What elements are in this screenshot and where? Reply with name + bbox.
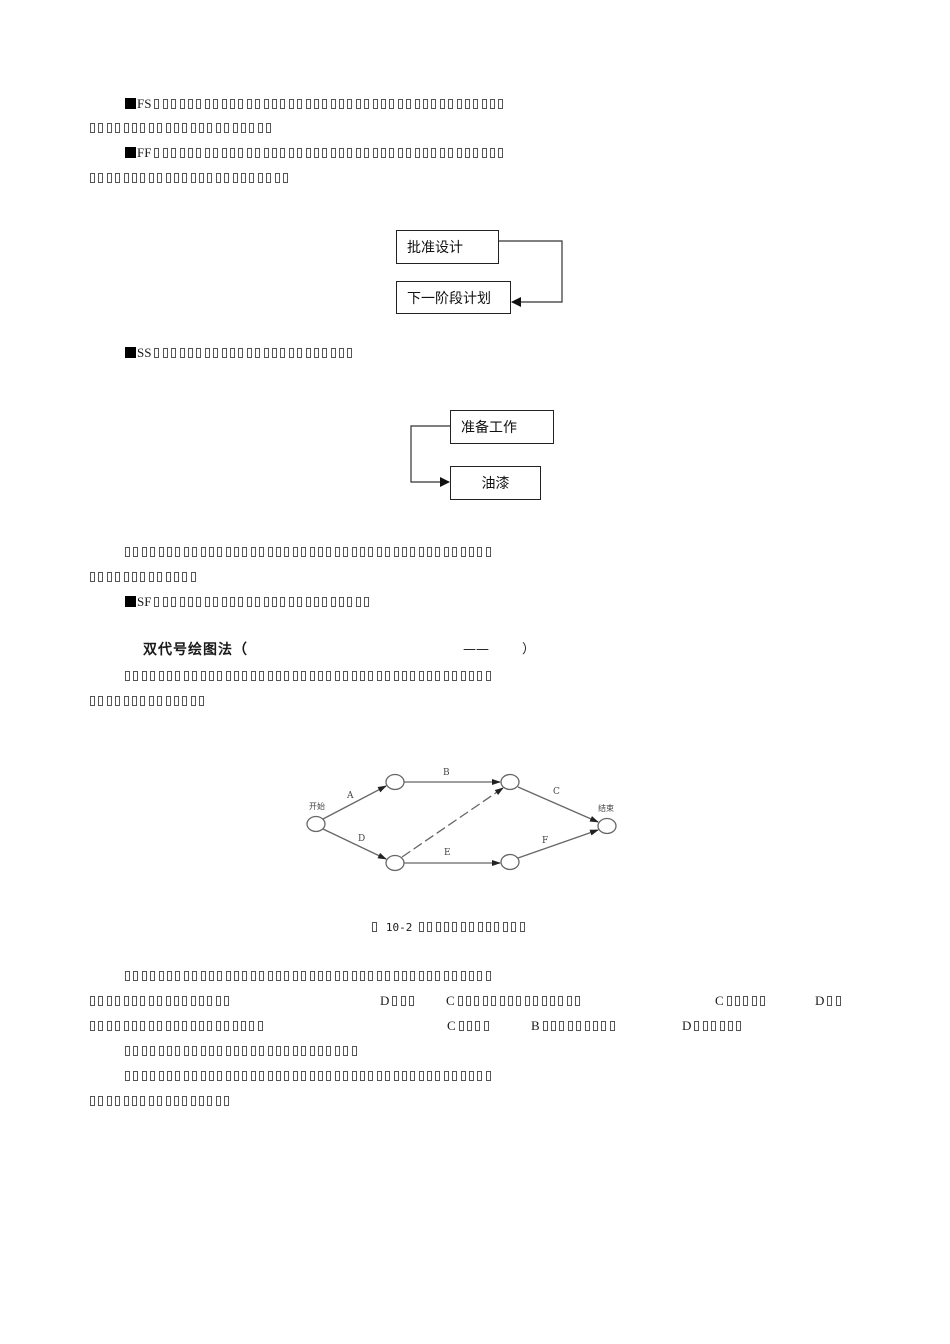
- node-3: [500, 773, 520, 791]
- final-paragraph-line-2: [90, 1093, 233, 1109]
- activity-c-label: C: [553, 787, 560, 797]
- fs-paragraph-line-1: FS: [125, 96, 507, 112]
- figure-caption: 10-2: [372, 920, 528, 936]
- explain-paragraph-line-3: [90, 1018, 266, 1034]
- ff-paragraph-line-1: FF: [125, 145, 507, 161]
- explain-paragraph-line-1: [125, 968, 494, 984]
- node-4: [385, 854, 405, 872]
- missing-glyph-text: [125, 1043, 360, 1059]
- ss-label: SS: [137, 345, 152, 360]
- explain-paragraph-line-2: [90, 993, 233, 1009]
- heading-dash: ——: [463, 642, 489, 657]
- final-paragraph-line-1: [125, 1068, 494, 1084]
- square-bullet-icon: [125, 98, 136, 109]
- missing-glyph-text: [90, 993, 233, 1009]
- letter-c: C: [446, 993, 455, 1008]
- intro-paragraph-line-2: [90, 693, 207, 709]
- ss-paragraph: SS: [125, 345, 356, 361]
- letter-d: D: [380, 993, 390, 1008]
- square-bullet-icon: [125, 596, 136, 607]
- intro-paragraph-line-1: [125, 668, 494, 684]
- next-phase-plan-label: 下一阶段计划: [407, 290, 491, 307]
- explain-line-3-segment-b: B: [531, 1018, 618, 1034]
- start-label: 开始: [309, 802, 325, 811]
- node-start: [306, 815, 326, 833]
- missing-glyph-text: [90, 569, 199, 585]
- letter-c: C: [715, 993, 724, 1008]
- ff-connector-arrow: [499, 240, 563, 307]
- letter-b: B: [531, 1018, 540, 1033]
- missing-glyph-text: [154, 145, 506, 161]
- missing-glyph-text: [694, 1018, 744, 1034]
- activity-d-label: D: [358, 834, 366, 844]
- missing-glyph-text: [154, 594, 372, 610]
- missing-glyph-text: [125, 1068, 494, 1084]
- fs-label: FS: [137, 96, 152, 111]
- missing-glyph-text: [154, 96, 506, 112]
- square-bullet-icon: [125, 347, 136, 358]
- missing-glyph-text: [125, 544, 494, 560]
- missing-glyph-text: [90, 120, 275, 136]
- ss-connector-arrow: [410, 425, 450, 487]
- explain-line-3-segment-d: D: [682, 1018, 745, 1034]
- activity-a-label: A: [347, 791, 354, 801]
- approve-design-label: 批准设计: [407, 240, 463, 256]
- figure-number: 10-2: [385, 921, 413, 934]
- missing-glyph-text: [372, 920, 380, 936]
- note-paragraph-line-1: [125, 544, 494, 560]
- sf-label: SF: [137, 594, 152, 609]
- missing-glyph-text: [392, 993, 417, 1009]
- missing-glyph-text: [726, 993, 769, 1009]
- ff-label: FF: [137, 145, 152, 160]
- missing-glyph-text: [125, 968, 494, 984]
- network-diagram: [306, 773, 617, 872]
- painting-label: 油漆: [481, 476, 510, 492]
- ff-paragraph-line-2: [90, 170, 291, 186]
- letter-d: D: [682, 1018, 692, 1033]
- missing-glyph-text: [457, 993, 584, 1009]
- explain-line-2-segment-d2: D: [815, 993, 844, 1009]
- missing-glyph-text: [90, 693, 207, 709]
- missing-glyph-text: [418, 920, 528, 936]
- missing-glyph-text: [542, 1018, 619, 1034]
- preparation-work-label: 准备工作: [461, 420, 517, 436]
- letter-d: D: [815, 993, 825, 1008]
- missing-glyph-text: [458, 1018, 493, 1034]
- end-label: 结束: [598, 804, 614, 813]
- node-end: [597, 817, 617, 835]
- sf-paragraph: SF: [125, 594, 373, 610]
- missing-glyph-text: [90, 1018, 266, 1034]
- explain-line-2-segment-d: D: [380, 993, 418, 1009]
- activity-f-label: F: [542, 836, 549, 846]
- node-5: [500, 853, 520, 871]
- activity-b-label: B: [443, 768, 450, 778]
- missing-glyph-text: [154, 345, 355, 361]
- painting-box: 油漆: [450, 466, 541, 500]
- explain-line-2-segment-c1: C: [446, 993, 584, 1009]
- note-paragraph-line-2: [90, 569, 199, 585]
- preparation-work-box: 准备工作: [450, 410, 554, 444]
- next-phase-plan-box: 下一阶段计划: [396, 281, 511, 314]
- missing-glyph-text: [90, 170, 291, 186]
- letter-c: C: [447, 1018, 456, 1033]
- missing-glyph-text: [125, 668, 494, 684]
- rule-paragraph: [125, 1043, 360, 1059]
- section-heading-title: 双代号绘图法（: [143, 642, 248, 658]
- missing-glyph-text: [90, 1093, 233, 1109]
- missing-glyph-text: [827, 993, 844, 1009]
- explain-line-3-segment-c: C: [447, 1018, 492, 1034]
- explain-line-2-segment-c2: C: [715, 993, 769, 1009]
- heading-close-paren: ）: [522, 642, 536, 657]
- fs-paragraph-line-2: [90, 120, 275, 136]
- approve-design-box: 批准设计: [396, 230, 499, 264]
- square-bullet-icon: [125, 147, 136, 158]
- node-2: [385, 773, 405, 791]
- section-heading: 双代号绘图法（: [143, 642, 248, 660]
- activity-e-label: E: [444, 848, 451, 858]
